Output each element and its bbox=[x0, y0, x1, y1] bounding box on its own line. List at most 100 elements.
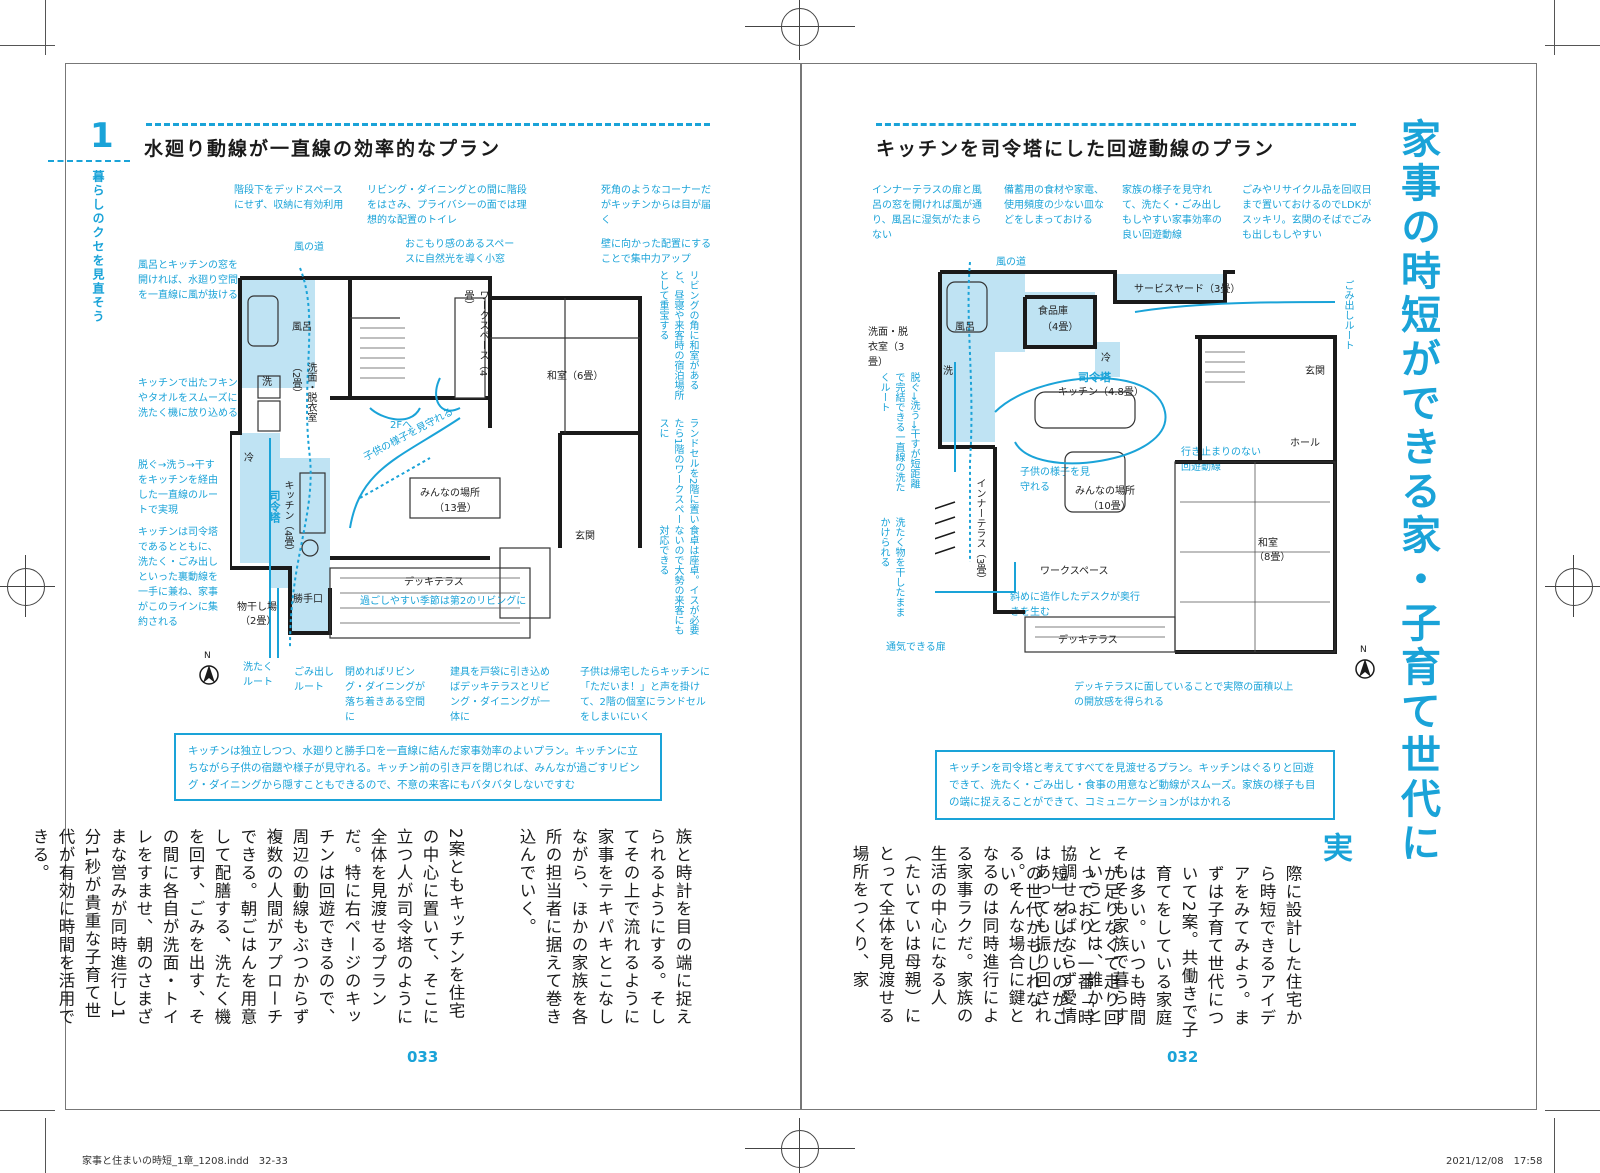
annotation-corner: 死角のようなコーナーだがキッチンからは目が届く bbox=[601, 185, 711, 226]
svg-text:N: N bbox=[204, 651, 211, 661]
annotation-bath-kitchen: 風呂とキッチンの窓を開ければ、水廻り空間を一直線に風が抜ける bbox=[138, 260, 238, 301]
body-text-left-2: 2案ともキッチンを住宅の中心に置いて、そこに立つ人が司令塔のように全体を見渡せる… bbox=[30, 828, 465, 1026]
registration-mark bbox=[781, 8, 819, 46]
body-text-right: 際に設計した住宅から時短できるアイデアをみてみよう。まずは子育て世代について2案… bbox=[997, 865, 1302, 1039]
room-fridge: 冷 bbox=[1101, 353, 1111, 364]
annotation-wind: 風の道 bbox=[294, 242, 324, 253]
annotation-desk: 斜めに造作したデスクが奥行きを生む bbox=[1010, 592, 1140, 618]
page-number-right: 032 bbox=[1167, 1048, 1199, 1066]
svg-text:N: N bbox=[1360, 645, 1367, 655]
room-inner-terrace: インナーテラス（3畳） bbox=[974, 478, 985, 585]
right-page-frame bbox=[800, 63, 1537, 1110]
room-genkan: 玄関 bbox=[1305, 366, 1325, 377]
chapter-label: 暮らしのクセを見直そう bbox=[91, 170, 105, 324]
room-washitsu: 和室 bbox=[1258, 538, 1278, 549]
annotation-towel: キッチンで出たフキンやタオルをスムーズに洗たく機に放り込める bbox=[138, 378, 238, 419]
page-number-left: 033 bbox=[407, 1048, 439, 1066]
floor-plan-left: 2Fへ bbox=[230, 267, 642, 658]
vertical-title: 家事の時短ができる家・子育て世代に bbox=[1394, 118, 1440, 866]
crop-mark bbox=[1554, 0, 1555, 55]
north-compass-icon: N bbox=[199, 651, 219, 685]
annotation-garbage: ごみやリサイクル品を回収日まで置いておけるのでLDKがスッキリ。玄関のそばでごみ… bbox=[1242, 185, 1372, 241]
crop-mark bbox=[1545, 1110, 1600, 1111]
section-heading: 水廻り動線が一直線の効率的なプラン bbox=[144, 138, 502, 160]
footer-timestamp: 2021/12/08 17:58 bbox=[1446, 1156, 1543, 1167]
room-drying: 物干し場 bbox=[237, 602, 277, 613]
annotation-wash-route: 洗たくルート bbox=[243, 662, 273, 688]
room-wash-machine: 洗 bbox=[262, 377, 272, 388]
annotation-garbage-route: ごみ出しルート bbox=[294, 667, 334, 693]
room-bath: 風呂 bbox=[955, 322, 975, 333]
info-box-left: キッチンは独立しつつ、水廻りと勝手口を一直線に結んだ家事効率のよいプラン。キッチ… bbox=[174, 733, 662, 801]
crop-mark bbox=[0, 1110, 55, 1111]
annotation-loop: 行き止まりのない回遊動線 bbox=[1181, 447, 1261, 473]
room-deck-note: 過ごしやすい季節は第2のリビングに bbox=[360, 596, 527, 607]
body-text-left: 族と時計を目の端に捉えられるようにする。そしてその上で流れるように家事をテキパキ… bbox=[517, 828, 692, 1026]
annotation-wall: 壁に向かった配置にすることで集中力アップ bbox=[601, 239, 712, 265]
room-hall: ホール bbox=[1290, 438, 1320, 449]
registration-mark bbox=[781, 1130, 819, 1168]
annotation-toilet: リビング・ダイニングとの間に階段をはさみ、プライバシーの面では理想的な配置のトイ… bbox=[367, 185, 527, 226]
room-fridge: 冷 bbox=[244, 453, 254, 464]
room-kitchen: キッチン（4畳） bbox=[282, 480, 293, 557]
annotation-sliding: 閉めればリビング・ダイニングが落ち着きある空間に bbox=[345, 667, 425, 723]
room-workspace: ワークスペース（4畳） bbox=[462, 290, 488, 377]
registration-mark bbox=[745, 1148, 855, 1149]
svg-text:2Fへ: 2Fへ bbox=[390, 420, 412, 431]
annotation-watch: 家族の様子を見守れて、洗たく・ごみ出しもしやすい家事効率の良い回遊動線 bbox=[1122, 185, 1222, 241]
room-washitsu: 和室（6畳） bbox=[547, 371, 604, 382]
annotation-fittings: 建具を戸袋に引き込めばデッキテラスとリビング・ダイニングが一体に bbox=[450, 667, 550, 723]
annotation-child: 子供の様子を見守れる bbox=[1020, 467, 1090, 493]
annotation-randoseru: ランドセルを2階に置いたら1階のワークスペースに bbox=[657, 418, 698, 525]
north-compass-icon: N bbox=[1355, 645, 1375, 679]
room-minna-size: （13畳） bbox=[434, 503, 477, 514]
crop-mark bbox=[1545, 45, 1600, 46]
annotation-window: おこもり感のあるスペースに自然光を導く小窓 bbox=[405, 239, 515, 265]
annotation-table: 食卓は座卓。イスが必要ないので大勢の来客にも対応できる bbox=[657, 525, 698, 635]
section-heading: キッチンを司令塔にした回遊動線のプラン bbox=[876, 138, 1276, 160]
room-deck: デッキテラス bbox=[1058, 635, 1118, 646]
registration-mark bbox=[25, 555, 26, 617]
annotation-hang: 洗たく物を干したままかけられる bbox=[878, 517, 904, 617]
registration-mark bbox=[745, 26, 855, 27]
footer-filename: 家事と住まいの時短_1章_1208.indd 32-33 bbox=[82, 1156, 288, 1167]
floor-plan-right bbox=[935, 262, 1337, 654]
annotation-washitsu: リビングの角に和室があると、昼寝や来客時の宿泊場所として重宝する bbox=[657, 270, 698, 400]
annotation-route: 脱ぐ→洗う→干すをキッチンを経由した一直線のルートで実現 bbox=[138, 460, 218, 516]
registration-mark bbox=[799, 0, 800, 60]
room-service-yard: サービスヤード（3畳） bbox=[1134, 284, 1241, 295]
room-washitsu-size: （8畳） bbox=[1254, 552, 1291, 563]
registration-mark bbox=[0, 586, 55, 587]
room-minna: みんなの場所 bbox=[420, 488, 480, 499]
registration-mark bbox=[1555, 568, 1593, 606]
registration-mark bbox=[7, 568, 45, 606]
annotation-garbage-route: ごみ出しルート bbox=[1342, 280, 1353, 350]
chapter-number: 1 bbox=[90, 116, 114, 156]
annotation-child: 子供は帰宅したらキッチンに「ただいま！」と声を掛けて、2階の個室にランドセルをし… bbox=[580, 667, 710, 723]
crop-mark bbox=[45, 1118, 46, 1173]
heading-divider bbox=[876, 123, 1356, 126]
room-minna-size: （10畳） bbox=[1088, 501, 1131, 512]
annotation-deck-note: デッキテラスに面していることで実際の面積以上の開放感を得られる bbox=[1074, 682, 1294, 708]
room-workspace: ワークスペース bbox=[1040, 566, 1109, 577]
room-bath: 風呂 bbox=[292, 322, 312, 333]
room-pantry-size: （4畳） bbox=[1042, 322, 1079, 333]
room-drying-size: （2畳） bbox=[240, 616, 277, 627]
room-command: 司令塔 bbox=[1078, 371, 1111, 384]
room-deck: デッキテラス bbox=[404, 577, 464, 588]
annotation-inner-terrace: インナーテラスの扉と風呂の窓を開ければ風が通り、風呂に湿気がたまらない bbox=[872, 185, 982, 241]
room-dressing: 洗面・脱衣室（3畳） bbox=[868, 327, 908, 368]
drop-cap: 実 bbox=[1317, 832, 1352, 862]
annotation-stair: 階段下をデッドスペースにせず、収納に有効利用 bbox=[234, 185, 344, 211]
room-pantry: 食品庫 bbox=[1038, 306, 1068, 317]
annotation-wind: 風の道 bbox=[996, 257, 1026, 268]
info-box-right: キッチンを司令塔と考えてすべてを見渡せるプラン。キッチンはぐるりと回遊できて、洗… bbox=[935, 750, 1335, 820]
registration-mark bbox=[1545, 586, 1600, 587]
annotation-storage: 備蓄用の食材や家電、使用頻度の少ない皿などをしまっておける bbox=[1004, 185, 1104, 226]
room-kitchen: キッチン（4.8畳） bbox=[1058, 387, 1144, 398]
crop-mark bbox=[0, 45, 55, 46]
registration-mark bbox=[799, 1118, 800, 1173]
annotation-door: 通気できる扉 bbox=[886, 642, 946, 653]
body-text-right-2: そもそも家族で暮らすということは、誰かと協調せねばならず愛情はあっても振り回され… bbox=[850, 845, 1129, 1025]
room-backdoor: 勝手口 bbox=[293, 594, 323, 605]
